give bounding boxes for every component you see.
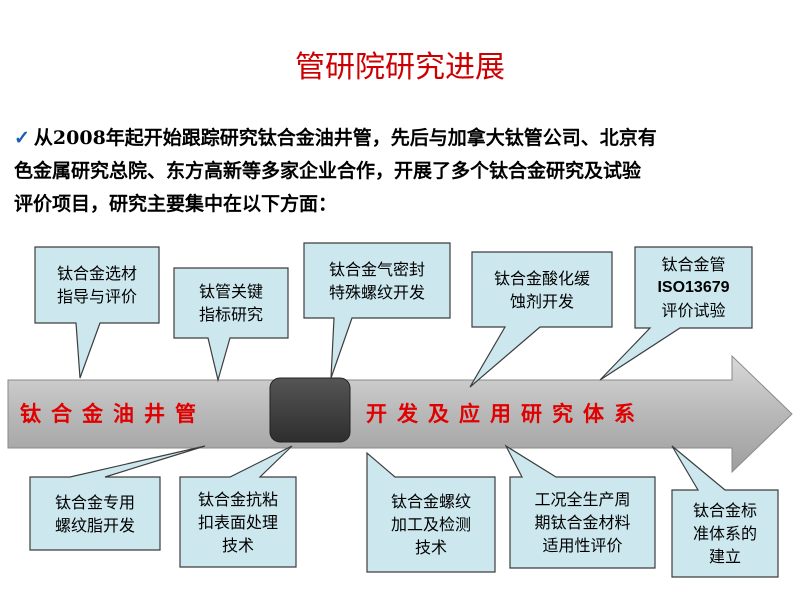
callout-bottom-2-line-3: 技术 <box>221 535 254 555</box>
bar-right-label: 开发及应用研究体系 <box>366 401 645 426</box>
callout-bottom-4-line-2: 期钛合金材料 <box>534 513 631 532</box>
callout-top-2: 钛管关键 指标研究 <box>174 268 288 338</box>
callout-bottom-5-line-3: 建立 <box>708 547 741 566</box>
callout-top-2-line-2: 指标研究 <box>198 305 263 324</box>
callout-bottom-5-shape <box>671 445 779 578</box>
callout-bottom-3-line-3: 技术 <box>414 538 447 557</box>
callout-top-5-line-1: 钛合金管 <box>661 255 726 274</box>
callout-bottom-2-line-2: 扣表面处理 <box>197 512 278 532</box>
callout-top-2-shape <box>173 267 289 383</box>
callout-top-1-shape <box>34 246 160 379</box>
callout-bottom-2-line-1: 钛合金抗粘 <box>197 489 278 509</box>
callout-bottom-4-shape <box>504 444 656 569</box>
callout-top-1-line-2: 指导与评价 <box>56 287 137 306</box>
callout-bottom-5: 钛合金标 准体系的 建立 <box>672 490 778 577</box>
callout-top-5-line-3: 评价试验 <box>661 301 726 320</box>
intro-line-1: 从2008年起开始跟踪研究钛合金油井管，先后与加拿大钛管公司、北京有 <box>33 127 657 149</box>
callout-top-3-shape <box>303 242 451 379</box>
callout-bottom-2-shape <box>179 445 297 568</box>
bar-left-label: 钛合金油井管 <box>20 401 206 426</box>
callout-bottom-5-line-1: 钛合金标 <box>692 501 757 520</box>
central-connector-block <box>269 377 351 443</box>
callout-top-2-line-1: 钛管关键 <box>198 282 263 301</box>
callout-top-3: 钛合金气密封 特殊螺纹开发 <box>304 243 450 318</box>
callout-top-4-line-1: 钛合金酸化缓 <box>493 268 590 288</box>
callout-top-4-line-2: 蚀剂开发 <box>509 291 574 311</box>
callout-top-5: 钛合金管 ISO13679 评价试验 <box>635 247 752 328</box>
callout-top-3-line-1: 钛合金气密封 <box>328 259 425 279</box>
callout-top-4: 钛合金酸化缓 蚀剂开发 <box>472 252 612 327</box>
callout-bottom-3-line-1: 钛合金螺纹 <box>390 492 471 511</box>
intro-line-3: 评价项目，研究主要集中在以下方面： <box>14 193 338 215</box>
callout-bottom-4-line-1: 工况全生产周 <box>534 490 631 509</box>
callout-bottom-3: 钛合金螺纹 加工及检测 技术 <box>367 477 495 572</box>
callout-bottom-1: 钛合金专用 螺纹脂开发 <box>30 477 160 550</box>
callout-bottom-2: 钛合金抗粘 扣表面处理 技术 <box>180 477 296 567</box>
callout-top-1-line-1: 钛合金选材 <box>56 264 137 283</box>
callout-bottom-3-line-2: 加工及检测 <box>390 515 471 534</box>
callout-top-1: 钛合金选材 指导与评价 <box>35 247 159 323</box>
callout-bottom-1-line-1: 钛合金专用 <box>54 492 135 512</box>
callout-top-4-shape <box>469 251 613 388</box>
callout-top-3-line-2: 特殊螺纹开发 <box>328 282 425 302</box>
checkmark-icon: ✓ <box>14 127 30 149</box>
callout-top-5-shape <box>599 246 753 381</box>
intro-line-2: 色金属研究总院、东方高新等多家企业合作，开展了多个钛合金研究及试验 <box>14 160 642 182</box>
intro-paragraph: ✓从2008年起开始跟踪研究钛合金油井管，先后与加拿大钛管公司、北京有 色金属研… <box>14 122 784 221</box>
callout-bottom-4-line-3: 适用性评价 <box>542 536 623 555</box>
callout-bottom-4: 工况全生产周 期钛合金材料 适用性评价 <box>510 477 655 568</box>
callout-top-5-line-2: ISO13679 <box>657 279 730 296</box>
callout-bottom-3-shape <box>366 451 496 573</box>
arrow-bar <box>7 354 793 474</box>
page-title: 管研院研究进展 <box>295 50 505 85</box>
callout-bottom-1-shape <box>29 445 206 551</box>
callout-bottom-1-line-2: 螺纹脂开发 <box>54 515 135 535</box>
callout-bottom-5-line-2: 准体系的 <box>692 524 757 543</box>
